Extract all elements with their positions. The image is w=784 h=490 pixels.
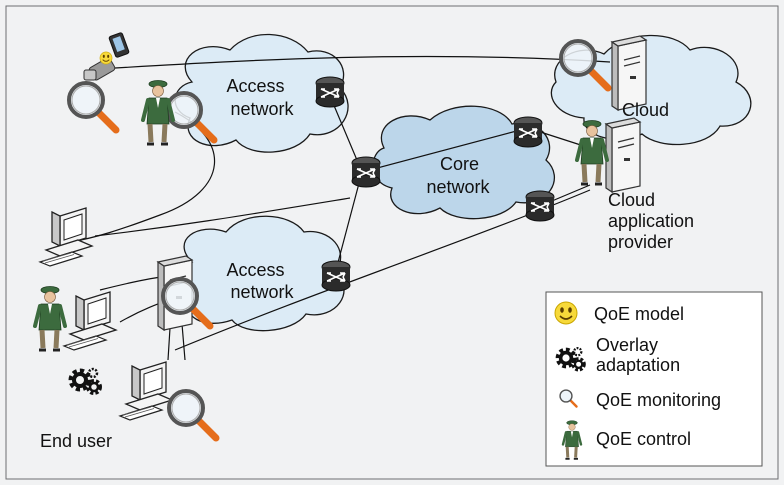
router-icon [513, 116, 543, 148]
diagram-frame [5, 5, 779, 480]
legend-magnifier-icon [559, 389, 578, 408]
legend-qoe-monitoring-label: QoE monitoring [596, 390, 721, 410]
router-icon [351, 156, 381, 188]
access-network-bottom-label: Access network [226, 260, 294, 302]
core-network-cloud [372, 105, 556, 220]
server-icon [611, 35, 647, 111]
access-network-top-label: Access network [226, 76, 294, 119]
legend-overlay-adaptation-label: Overlay adaptation [596, 335, 680, 375]
router-icon [525, 190, 555, 222]
legend-qoe-model-label: QoE model [594, 304, 684, 324]
router-icon [321, 260, 351, 292]
router-icon [315, 76, 345, 108]
end-user-label: End user [40, 431, 112, 451]
cloud-application-provider-label: Cloud application provider [608, 190, 699, 252]
legend-qoe-control-label: QoE control [596, 429, 691, 449]
server-icon [605, 117, 641, 193]
cloud-label: Cloud [622, 100, 669, 120]
legend-smiley-icon [554, 301, 578, 325]
legend: QoE model Overlay adaptation QoE monitor… [545, 291, 763, 467]
cloud-cloud [550, 34, 752, 146]
smiley-icon [99, 51, 113, 65]
core-network-label: Core network [426, 154, 490, 197]
